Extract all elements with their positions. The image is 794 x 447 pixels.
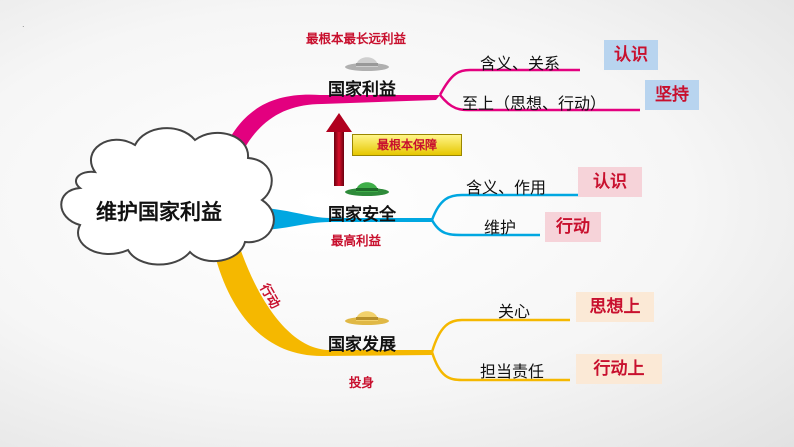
arrow-label: 最根本保障 [352,134,462,156]
interest-leaf-2: 至上（思想、行动） [462,94,607,113]
security-tag-1: 认识 [578,167,642,197]
branch-interest-bracket [438,68,640,112]
branch-security-bracket [430,193,578,237]
branch-interest-curve [218,94,440,168]
development-leaf-2: 担当责任 [480,362,545,381]
hat-icon-interest [345,57,389,71]
node-security: 国家安全 [328,205,396,225]
node-interest: 国家利益 [328,80,396,100]
interest-tag-2: 坚持 [645,80,699,110]
node-development: 国家发展 [328,335,396,355]
branch-security-curve [258,208,432,230]
development-tag-2: 行动上 [576,354,662,384]
branch-development-curve [213,248,432,356]
security-leaf-2: 维护 [484,218,517,237]
security-note: 最高利益 [331,233,382,248]
interest-tag-1: 认识 [604,40,658,70]
support-arrow-icon [326,113,352,186]
branch-development-bracket [430,318,570,382]
center-topic: 维护国家利益 [96,200,222,224]
center-cloud [60,127,275,266]
development-note: 投身 [349,375,375,390]
hat-icon-security [345,182,389,196]
interest-leaf-1: 含义、关系 [480,54,561,73]
hat-icon-development [345,311,389,325]
interest-note: 最根本最长远利益 [306,31,407,46]
security-tag-2: 行动 [545,212,601,242]
security-leaf-1: 含义、作用 [466,178,547,197]
development-tag-1: 思想上 [576,292,654,322]
development-leaf-1: 关心 [498,302,531,321]
